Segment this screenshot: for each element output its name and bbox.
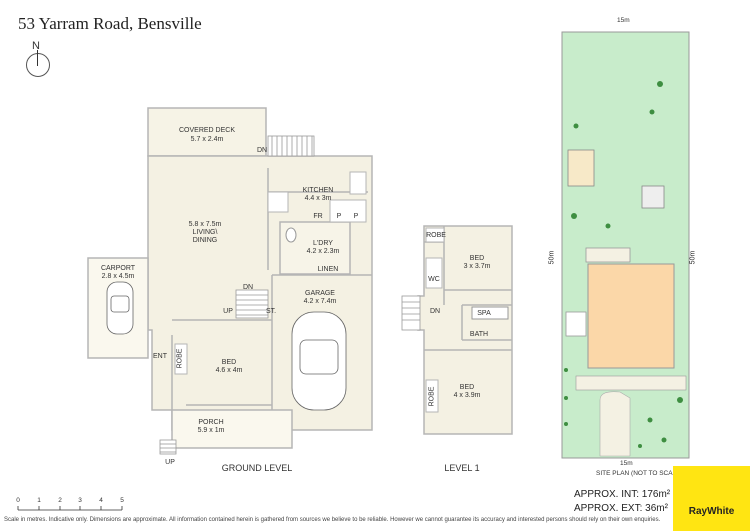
level1-bed1-name: BED bbox=[469, 255, 485, 262]
pantry-label-2: P bbox=[353, 213, 359, 220]
site-garden-bed bbox=[599, 391, 631, 457]
fridge-label: FR bbox=[313, 213, 323, 220]
level1-robe-bottom-label: ROBE bbox=[428, 386, 436, 407]
site-top-dimension: 15m bbox=[617, 17, 630, 24]
storage-label: ST. bbox=[265, 308, 277, 315]
spa-label: SPA bbox=[477, 310, 491, 317]
porch-up-label: UP bbox=[165, 459, 175, 466]
covered-deck-size: 5.7 x 2.4m bbox=[190, 136, 224, 143]
bed-size: 4.6 x 4m bbox=[215, 367, 243, 374]
laundry-size: 4.2 x 2.3m bbox=[306, 248, 340, 255]
north-arrow-icon bbox=[26, 53, 50, 77]
north-label: N bbox=[32, 40, 40, 52]
approx-external-area: APPROX. EXT: 36m² bbox=[574, 503, 668, 514]
scale-tick-3: 3 bbox=[78, 497, 82, 504]
site-driveway bbox=[575, 375, 687, 391]
entry-label: ENT bbox=[153, 353, 167, 360]
scale-tick-2: 2 bbox=[58, 497, 62, 504]
site-deck bbox=[585, 247, 631, 263]
level1-bed1-size: 3 x 3.7m bbox=[463, 263, 491, 270]
pantry-label-1: P bbox=[336, 213, 342, 220]
garage-name: GARAGE bbox=[305, 290, 335, 297]
dining-name: DINING bbox=[192, 237, 218, 244]
kitchen-counter bbox=[329, 199, 367, 223]
kitchen-size: 4.4 x 3m bbox=[304, 195, 332, 202]
site-lawn bbox=[561, 31, 690, 459]
approx-internal-area: APPROX. INT: 176m² bbox=[574, 489, 671, 500]
disclaimer-text: Scale in metres. Indicative only. Dimens… bbox=[4, 517, 661, 523]
deck-dn-label: DN bbox=[256, 147, 268, 154]
stair-dn-label: DN bbox=[242, 284, 254, 291]
kitchen-cooktop bbox=[349, 171, 367, 195]
north-arrow-needle bbox=[37, 50, 38, 66]
site-pool bbox=[567, 149, 595, 187]
garage-size: 4.2 x 7.4m bbox=[303, 298, 337, 305]
porch-stairs bbox=[159, 439, 177, 455]
raywhite-logo-text: RayWhite bbox=[688, 506, 735, 517]
stair-up-label: UP bbox=[223, 308, 233, 315]
site-carport bbox=[565, 311, 587, 337]
bed-name: BED bbox=[221, 359, 237, 366]
wc-label: WC bbox=[428, 276, 440, 283]
kitchen-bench bbox=[267, 191, 289, 213]
level1-stairs bbox=[401, 295, 421, 331]
carport-name: CARPORT bbox=[100, 265, 136, 272]
raywhite-logo: RayWhite bbox=[673, 466, 750, 531]
bed-robe bbox=[174, 343, 188, 375]
site-shed bbox=[641, 185, 665, 209]
covered-deck-area bbox=[147, 107, 267, 157]
living-name: LIVING\ bbox=[192, 229, 218, 236]
bath-label: BATH bbox=[469, 331, 489, 338]
level1-robe-top bbox=[425, 227, 445, 243]
laundry-name: L'DRY bbox=[313, 240, 333, 247]
level1-dn-label: DN bbox=[429, 308, 441, 315]
site-trees bbox=[564, 81, 683, 448]
bed-robe-label: ROBE bbox=[176, 348, 184, 369]
deck-stairs bbox=[267, 135, 315, 157]
scale-tick-1: 1 bbox=[37, 497, 41, 504]
scale-bar bbox=[17, 506, 123, 511]
level-1-caption: LEVEL 1 bbox=[444, 463, 480, 473]
property-address: 53 Yarram Road, Bensville bbox=[18, 14, 202, 33]
level1-bed2-name: BED bbox=[459, 384, 475, 391]
covered-deck-name: COVERED DECK bbox=[178, 127, 236, 134]
carport-car-icon bbox=[106, 281, 134, 335]
scale-tick-5: 5 bbox=[120, 497, 124, 504]
garage-car-icon bbox=[291, 311, 347, 411]
site-plan-caption: SITE PLAN (NOT TO SCALE) bbox=[596, 470, 683, 477]
level1-bed2-size: 4 x 3.9m bbox=[453, 392, 481, 399]
scale-tick-4: 4 bbox=[99, 497, 103, 504]
site-right-dimension: 50m bbox=[689, 250, 697, 265]
ground-level-caption: GROUND LEVEL bbox=[221, 463, 293, 473]
scale-tick-0: 0 bbox=[16, 497, 20, 504]
carport-size: 2.8 x 4.5m bbox=[101, 273, 135, 280]
site-left-dimension: 50m bbox=[548, 250, 556, 265]
living-size: 5.8 x 7.5m bbox=[188, 221, 222, 228]
site-bottom-dimension: 15m bbox=[620, 460, 633, 467]
porch-area bbox=[171, 409, 293, 449]
level1-robe-top-label: ROBE bbox=[426, 232, 446, 239]
kitchen-name: KITCHEN bbox=[302, 187, 334, 194]
linen-label: LINEN bbox=[317, 266, 339, 273]
level1-robe-bottom bbox=[425, 379, 439, 413]
porch-size: 5.9 x 1m bbox=[197, 427, 225, 434]
ground-internal-stairs bbox=[235, 289, 269, 319]
level1-wc-box bbox=[425, 257, 443, 289]
spa-bath bbox=[471, 306, 509, 320]
porch-name: PORCH bbox=[198, 419, 224, 426]
site-house bbox=[587, 263, 675, 369]
laundry-toilet bbox=[285, 227, 297, 243]
